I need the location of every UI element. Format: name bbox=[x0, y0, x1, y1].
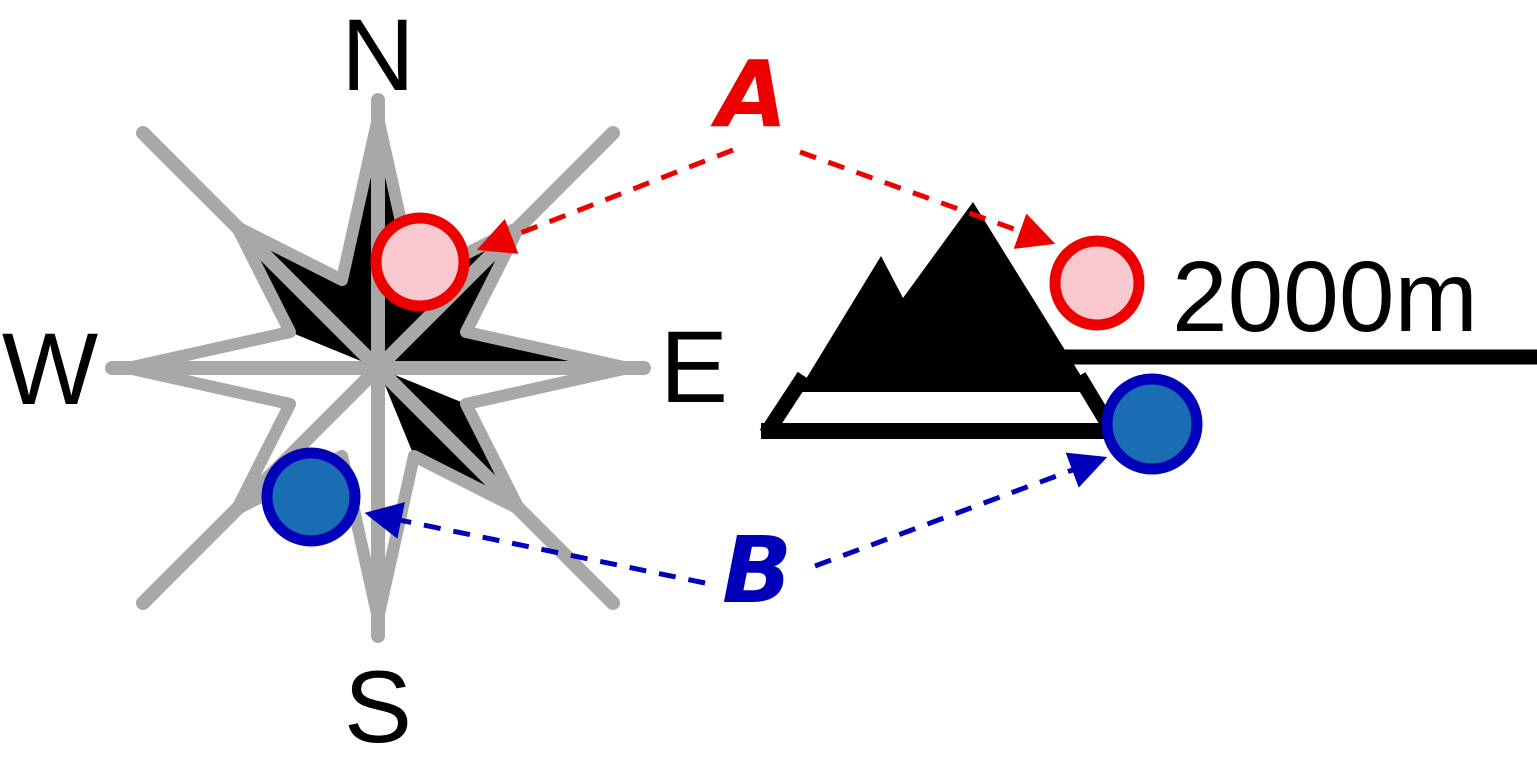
point-b-mountain-circle bbox=[1101, 373, 1203, 475]
point-markers bbox=[261, 212, 1203, 547]
arrow-b-to-compass bbox=[364, 502, 706, 586]
point-a-label: A bbox=[710, 41, 787, 148]
callouts: A B bbox=[364, 41, 1108, 624]
mountain-figure: 2000m bbox=[759, 202, 1537, 439]
compass-east-label: E bbox=[660, 310, 728, 424]
compass-rose: N S W E bbox=[2, 0, 728, 758]
compass-axis-lines bbox=[105, 93, 651, 643]
elevation-label: 2000m bbox=[1172, 241, 1478, 353]
point-a-mountain-circle bbox=[1049, 235, 1145, 331]
arrow-a-to-compass bbox=[476, 147, 734, 254]
red-arrows bbox=[476, 147, 1056, 254]
blue-arrows bbox=[364, 452, 1108, 586]
compass-north-label: N bbox=[341, 0, 415, 112]
compass-star-outline bbox=[122, 112, 634, 624]
compass-axis-ne-sw bbox=[136, 126, 620, 610]
arrow-b-to-mountain bbox=[814, 452, 1108, 569]
mountain-left-slope-segment bbox=[759, 371, 811, 439]
arrow-a-to-mountain bbox=[799, 149, 1056, 249]
point-a-compass-circle bbox=[370, 212, 470, 312]
point-b-label: B bbox=[722, 517, 792, 624]
mountain-silhouette bbox=[798, 202, 1091, 392]
compass-star-black-upper bbox=[237, 118, 628, 368]
point-b-compass-circle bbox=[261, 447, 361, 547]
compass-south-label: S bbox=[344, 650, 412, 758]
compass-west-label: W bbox=[2, 312, 98, 426]
